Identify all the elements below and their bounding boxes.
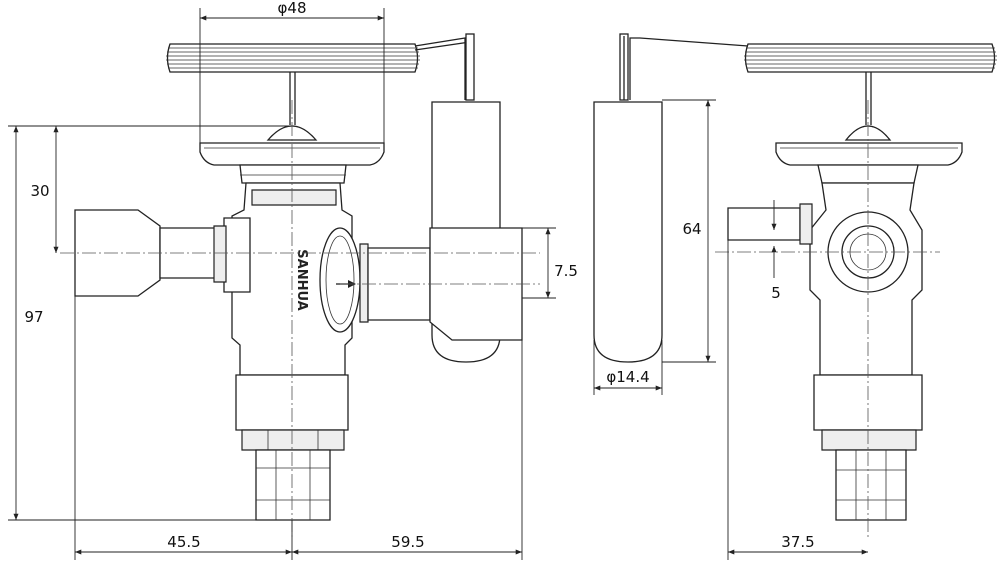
dim-bulb-length: 64: [682, 220, 701, 238]
dim-diaphragm-diameter: φ48: [278, 0, 307, 17]
dim-port-height: 7.5: [554, 262, 578, 280]
bulb-view: [593, 33, 663, 363]
side-view: [629, 37, 997, 540]
dim-total-height: 97: [24, 308, 43, 326]
dim-left-width: 45.5: [167, 533, 200, 551]
dim-side-offset: 5: [771, 284, 781, 302]
dim-side-width: 37.5: [781, 533, 814, 551]
side-body: [727, 182, 923, 376]
dimension-lines: [8, 8, 868, 560]
capillary-coil: [166, 33, 475, 101]
side-diaphragm-head: [775, 125, 963, 184]
side-bottom-nut: [813, 374, 923, 521]
dim-right-width: 59.5: [391, 533, 424, 551]
front-view: SANHUA: [60, 33, 540, 540]
dim-bulb-diameter: φ14.4: [606, 368, 649, 386]
right-outlet-port: [359, 227, 523, 341]
brand-label: SANHUA: [294, 249, 309, 310]
side-capillary-coil: [629, 37, 997, 125]
dim-upper-offset: 30: [30, 182, 49, 200]
bottom-nut: [235, 374, 349, 521]
